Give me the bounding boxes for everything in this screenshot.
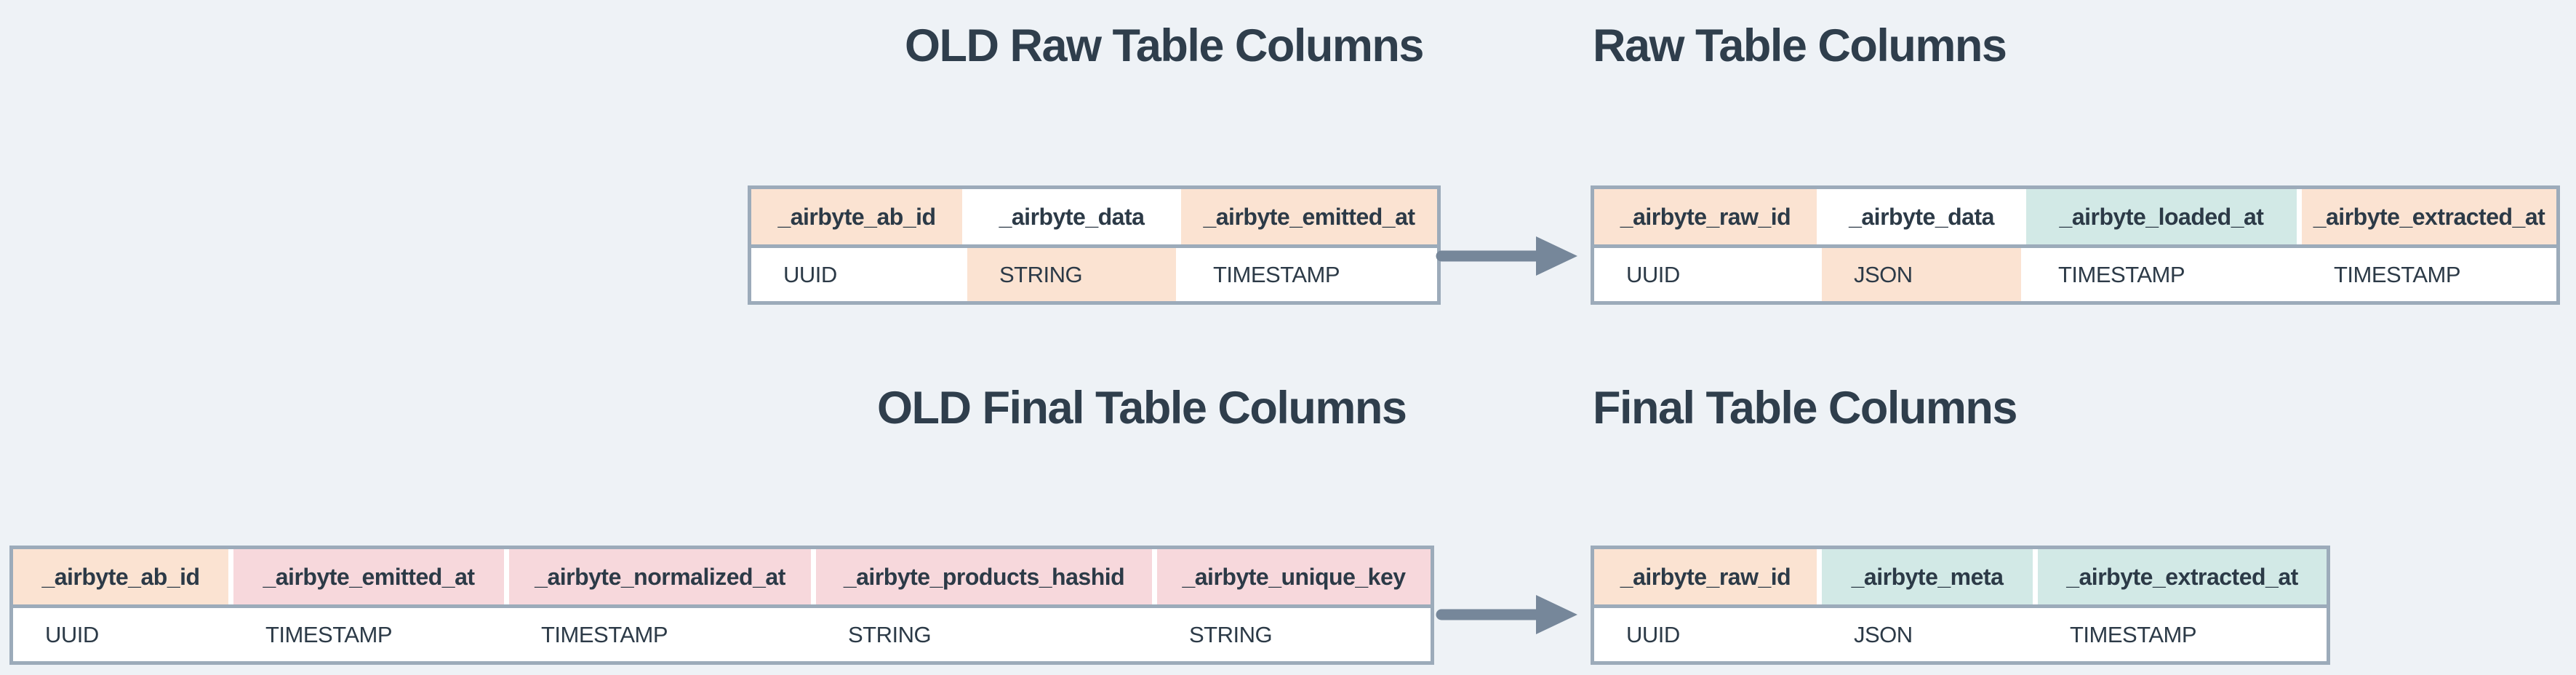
raw-table-title: Raw Table Columns	[1593, 20, 2007, 71]
old-final-type-row: UUID TIMESTAMP TIMESTAMP STRING STRING	[13, 604, 1431, 661]
column-header-cell: _airbyte_ab_id	[13, 549, 228, 604]
old-final-table-title: OLD Final Table Columns	[877, 383, 1407, 434]
raw-table: _airbyte_raw_id _airbyte_data _airbyte_l…	[1591, 185, 2560, 305]
column-type-cell: UUID	[751, 248, 962, 301]
old-raw-header-row: _airbyte_ab_id _airbyte_data _airbyte_em…	[751, 189, 1437, 244]
column-type-cell: UUID	[1594, 608, 1817, 661]
column-header-cell: _airbyte_raw_id	[1594, 549, 1817, 604]
column-header-cell: _airbyte_data	[967, 189, 1176, 244]
column-header-cell: _airbyte_loaded_at	[2026, 189, 2297, 244]
column-header-cell: _airbyte_extracted_at	[2038, 549, 2327, 604]
final-table: _airbyte_raw_id _airbyte_meta _airbyte_e…	[1591, 546, 2330, 665]
column-header-cell: _airbyte_data	[1822, 189, 2021, 244]
column-header-cell: _airbyte_emitted_at	[233, 549, 504, 604]
column-type-cell: STRING	[816, 608, 1152, 661]
old-raw-table: _airbyte_ab_id _airbyte_data _airbyte_em…	[748, 185, 1441, 305]
column-type-cell: TIMESTAMP	[1181, 248, 1437, 301]
column-type-cell: JSON	[1822, 608, 2033, 661]
column-type-cell: UUID	[13, 608, 228, 661]
final-header-row: _airbyte_raw_id _airbyte_meta _airbyte_e…	[1594, 549, 2327, 604]
column-type-cell: STRING	[967, 248, 1176, 301]
column-header-cell: _airbyte_meta	[1822, 549, 2033, 604]
column-header-cell: _airbyte_ab_id	[751, 189, 962, 244]
column-header-cell: _airbyte_normalized_at	[509, 549, 811, 604]
column-type-cell: TIMESTAMP	[2302, 248, 2556, 301]
column-type-cell: TIMESTAMP	[2038, 608, 2327, 661]
column-header-cell: _airbyte_products_hashid	[816, 549, 1152, 604]
old-raw-table-title: OLD Raw Table Columns	[905, 20, 1424, 71]
arrow-right-icon	[1434, 233, 1580, 279]
column-type-cell: STRING	[1157, 608, 1431, 661]
column-type-cell: UUID	[1594, 248, 1817, 301]
column-header-cell: _airbyte_emitted_at	[1181, 189, 1437, 244]
old-final-header-row: _airbyte_ab_id _airbyte_emitted_at _airb…	[13, 549, 1431, 604]
final-table-title: Final Table Columns	[1593, 383, 2017, 434]
column-header-cell: _airbyte_unique_key	[1157, 549, 1431, 604]
column-type-cell: TIMESTAMP	[233, 608, 504, 661]
column-type-cell: JSON	[1822, 248, 2021, 301]
column-header-cell: _airbyte_raw_id	[1594, 189, 1817, 244]
old-final-table: _airbyte_ab_id _airbyte_emitted_at _airb…	[9, 546, 1434, 665]
arrow-right-icon	[1434, 591, 1580, 638]
column-type-cell: TIMESTAMP	[509, 608, 811, 661]
column-header-cell: _airbyte_extracted_at	[2302, 189, 2556, 244]
old-raw-type-row: UUID STRING TIMESTAMP	[751, 244, 1437, 301]
final-type-row: UUID JSON TIMESTAMP	[1594, 604, 2327, 661]
raw-type-row: UUID JSON TIMESTAMP TIMESTAMP	[1594, 244, 2556, 301]
raw-header-row: _airbyte_raw_id _airbyte_data _airbyte_l…	[1594, 189, 2556, 244]
column-type-cell: TIMESTAMP	[2026, 248, 2297, 301]
